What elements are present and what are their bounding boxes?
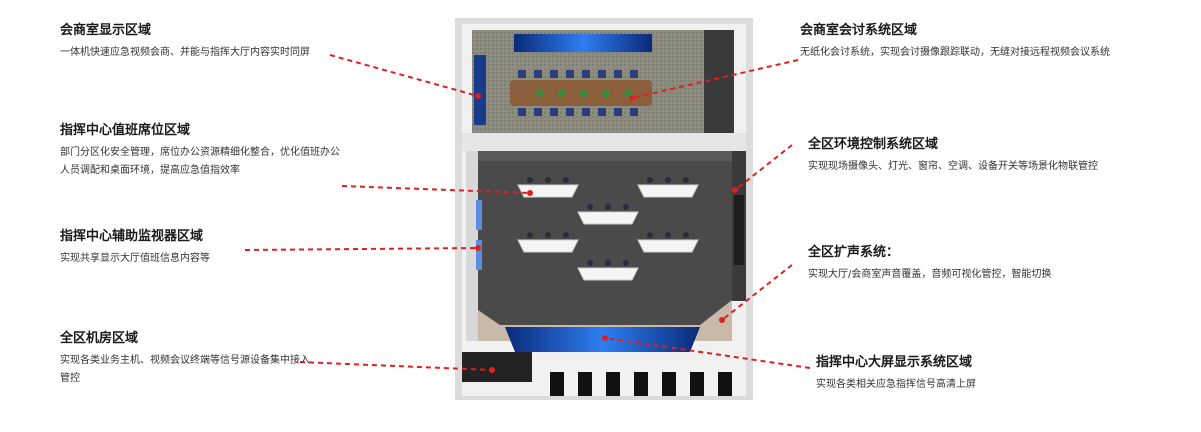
duty-desks	[517, 184, 699, 281]
area-desc: 实现共享显示大厅值班信息内容等	[60, 253, 210, 264]
area-duty-seats: 指挥中心值班席位区域 部门分区化安全管理，席位办公资源精细化整合，优化值班办公人…	[60, 122, 342, 180]
area-desc: 部门分区化安全管理，席位办公资源精细化整合，优化值班办公人员调配和桌面环境，提高…	[60, 147, 340, 176]
command-hall	[466, 151, 746, 341]
area-conference-discussion: 会商室会讨系统区域 无纸化会讨系统，实现会讨摄像跟踪联动，无缝对接远程视频会议系…	[800, 22, 1155, 62]
aux-monitor	[476, 200, 482, 230]
area-desc: 实现各类业务主机、视频会议终端等信号源设备集中接入管控	[60, 355, 310, 384]
area-title: 会商室显示区域	[60, 23, 152, 38]
area-machine-room: 全区机房区域 实现各类业务主机、视频会议终端等信号源设备集中接入管控	[60, 330, 310, 388]
leader-lines	[244, 54, 811, 371]
leader-dots	[475, 93, 738, 373]
conference-room	[472, 30, 734, 133]
area-big-screen: 指挥中心大屏显示系统区域 实现各类相关应急指挥信号高清上屏	[816, 354, 1176, 394]
conference-screen	[514, 34, 652, 52]
area-title: 指挥中心大屏显示系统区域	[816, 355, 973, 370]
area-audio-system: 全区扩声系统： 实现大厅/会商室声音覆盖，音频可视化管控，智能切换	[808, 244, 1168, 284]
area-title: 全区环境控制系统区域	[808, 137, 939, 152]
area-desc: 无纸化会讨系统，实现会讨摄像跟踪联动，无缝对接远程视频会议系统	[800, 47, 1110, 58]
area-desc: 实现各类相关应急指挥信号高清上屏	[816, 379, 976, 390]
area-title: 会商室会讨系统区域	[800, 23, 918, 38]
area-title: 全区扩声系统：	[808, 245, 900, 260]
area-desc: 实现大厅/会商室声音覆盖，音频可视化管控，智能切换	[808, 269, 1052, 280]
area-conference-display: 会商室显示区域 一体机快速应急视频会商、并能与指挥大厅内容实时同屏	[60, 22, 342, 62]
area-desc: 实现现场摄像头、灯光、窗帘、空调、设备开关等场景化物联管控	[808, 161, 1098, 172]
area-title: 指挥中心辅助监视器区域	[60, 229, 204, 244]
area-aux-monitor: 指挥中心辅助监视器区域 实现共享显示大厅值班信息内容等	[60, 228, 342, 268]
area-title: 指挥中心值班席位区域	[60, 123, 191, 138]
area-environment-control: 全区环境控制系统区域 实现现场摄像头、灯光、窗帘、空调、设备开关等场景化物联管控	[808, 136, 1168, 176]
conference-side-display	[474, 55, 486, 125]
area-desc: 一体机快速应急视频会商、并能与指挥大厅内容实时同屏	[60, 47, 310, 58]
machine-room	[462, 352, 740, 396]
area-title: 全区机房区域	[60, 331, 139, 346]
